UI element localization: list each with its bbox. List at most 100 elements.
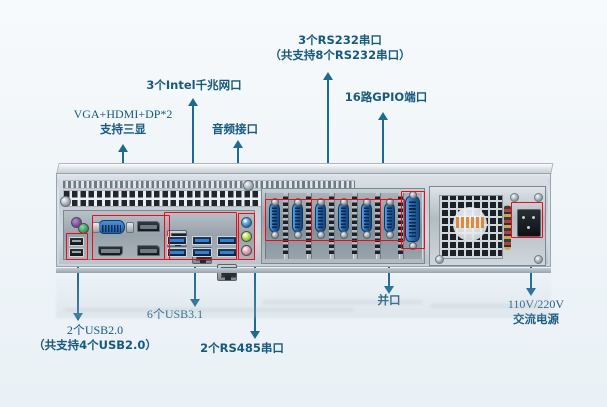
displayport-1[interactable] bbox=[137, 221, 160, 232]
ac-inlet-pin-1 bbox=[522, 216, 525, 219]
psu-fan-label bbox=[456, 217, 485, 228]
highlight-power-inlet bbox=[511, 202, 543, 238]
usb3-port-5[interactable] bbox=[192, 248, 212, 257]
leader-line-lan bbox=[192, 105, 194, 215]
leader-line-rs232 bbox=[327, 79, 329, 225]
slot-vent-1 bbox=[283, 194, 288, 254]
db9-rs232-screw-1a bbox=[316, 198, 325, 206]
rs232-label: 3个RS232串口 （共支持8个RS232串口） bbox=[236, 33, 444, 63]
chassis-rear-panel bbox=[56, 173, 551, 281]
audio-jack-label-line1: 音频接口 bbox=[212, 122, 258, 136]
parallel-port-label: 并口 bbox=[360, 293, 418, 308]
db9-rs232-screw-1b bbox=[316, 231, 325, 239]
highlight-lan-usb3 bbox=[164, 212, 237, 260]
db9-rs485-screw-2a bbox=[293, 198, 302, 206]
power-input-label: 110V/220V 交流电源 bbox=[481, 297, 591, 327]
gpio-label: 16路GPIO端口 bbox=[322, 90, 450, 105]
psu-screw-bl bbox=[435, 255, 444, 264]
db9-gpio-screw-b bbox=[385, 231, 394, 239]
psu-screw-tr bbox=[534, 193, 543, 202]
highlight-audio bbox=[238, 213, 255, 260]
rs485-label-line1: 2个RS485串口 bbox=[200, 341, 284, 355]
rs232-label-line1: 3个RS232串口 bbox=[298, 33, 382, 47]
intel-lan-label: 3个Intel千兆网口 bbox=[124, 78, 264, 93]
psu-screw-tl bbox=[510, 193, 519, 202]
chassis-screw-left bbox=[60, 196, 71, 207]
db9-rs485-screw-1b bbox=[270, 231, 279, 239]
leader-line-rs485 bbox=[254, 236, 256, 332]
intel-lan-label-line1: 3个Intel千兆网口 bbox=[146, 78, 242, 92]
vga-screw-right bbox=[126, 222, 134, 233]
leader-line-parallel bbox=[388, 258, 390, 288]
audio-jack-line-out[interactable] bbox=[241, 231, 252, 242]
arrow-up-display bbox=[117, 144, 128, 152]
vga-hdmi-dp-label-line1: VGA+HDMI+DP*2 bbox=[73, 107, 173, 121]
motherboard-io-shield bbox=[63, 210, 255, 281]
power-input-label-line2: 交流电源 bbox=[513, 312, 559, 326]
db9-rs232-screw-3b bbox=[362, 231, 371, 239]
arrow-up-gpio bbox=[377, 112, 388, 120]
rs485-label: 2个RS485串口 bbox=[176, 341, 308, 356]
chassis-reflection bbox=[56, 272, 551, 318]
usb3-label: 6个USB3.1 bbox=[120, 307, 230, 322]
chassis-thumbscrew[interactable] bbox=[243, 180, 254, 191]
parallel-port-label-line1: 并口 bbox=[377, 293, 401, 307]
vga-hdmi-dp-label: VGA+HDMI+DP*2 支持三显 bbox=[62, 107, 184, 137]
usb3-port-1[interactable] bbox=[167, 236, 187, 245]
ps2-port-upper-icon[interactable] bbox=[71, 217, 82, 228]
slot-vent-2 bbox=[306, 194, 311, 254]
arrow-down-power bbox=[525, 288, 536, 296]
db9-rs232-screw-2b bbox=[339, 231, 348, 239]
vga-port[interactable] bbox=[98, 220, 125, 234]
db9-rs232-screw-2a bbox=[339, 198, 348, 206]
psu-wire-bundle bbox=[504, 205, 511, 250]
power-supply-unit bbox=[429, 186, 546, 266]
usb2-label: 2个USB2.0 （共支持4个USB2.0） bbox=[8, 323, 182, 353]
leader-line-usb3 bbox=[194, 262, 196, 300]
usb3-port-4[interactable] bbox=[167, 248, 187, 257]
db9-rs232-screw-3a bbox=[362, 198, 371, 206]
arrow-down-rs485 bbox=[249, 331, 260, 339]
audio-jack-label: 音频接口 bbox=[196, 122, 274, 137]
arrow-down-usb3 bbox=[189, 299, 200, 307]
usb2-port-bottom[interactable] bbox=[69, 248, 84, 257]
db9-gpio-screw-a bbox=[385, 198, 394, 206]
arrow-up-rs232 bbox=[322, 72, 333, 80]
highlight-parallel bbox=[401, 191, 425, 249]
psu-screw-br bbox=[534, 255, 543, 264]
highlight-usb2 bbox=[66, 233, 88, 260]
displayport-2[interactable] bbox=[137, 245, 160, 256]
slot-vent-5 bbox=[375, 194, 380, 254]
arrow-up-lan bbox=[187, 98, 198, 106]
arrow-up-audio bbox=[232, 140, 243, 148]
db25-screw-b bbox=[408, 242, 417, 250]
gpio-label-line1: 16路GPIO端口 bbox=[344, 90, 428, 104]
hdmi-port[interactable] bbox=[98, 246, 123, 256]
leader-line-usb2 bbox=[77, 262, 79, 314]
db9-rs485-screw-2b bbox=[293, 231, 302, 239]
slot-vent-6 bbox=[398, 194, 403, 254]
audio-jack-mic-in[interactable] bbox=[241, 245, 252, 256]
arrow-down-usb2 bbox=[72, 313, 83, 321]
ac-inlet-pin-ground bbox=[527, 226, 530, 229]
server-chassis bbox=[56, 163, 554, 281]
usb2-label-line1: 2个USB2.0 bbox=[66, 323, 124, 337]
expansion-slot-zone bbox=[261, 188, 425, 264]
audio-jack-line-in[interactable] bbox=[241, 217, 252, 228]
power-input-label-line1: 110V/220V bbox=[507, 297, 565, 311]
ac-inlet-pin-2 bbox=[532, 216, 535, 219]
highlight-rs485 bbox=[265, 199, 312, 241]
usb3-port-2[interactable] bbox=[192, 236, 212, 245]
usb2-label-line2: （共支持4个USB2.0） bbox=[33, 338, 157, 352]
slot-vent-3 bbox=[329, 194, 334, 254]
slot-vent-4 bbox=[352, 194, 357, 254]
usb2-port-top[interactable] bbox=[69, 237, 84, 246]
highlight-gpio bbox=[380, 199, 405, 241]
rs232-label-line2: （共支持8个RS232串口） bbox=[269, 48, 411, 62]
highlight-rs232 bbox=[311, 199, 381, 241]
vent-strip bbox=[63, 180, 355, 189]
vga-hdmi-dp-label-line2: 支持三显 bbox=[100, 122, 146, 136]
arrow-down-parallel bbox=[383, 286, 394, 294]
ac-power-inlet[interactable] bbox=[517, 209, 541, 237]
